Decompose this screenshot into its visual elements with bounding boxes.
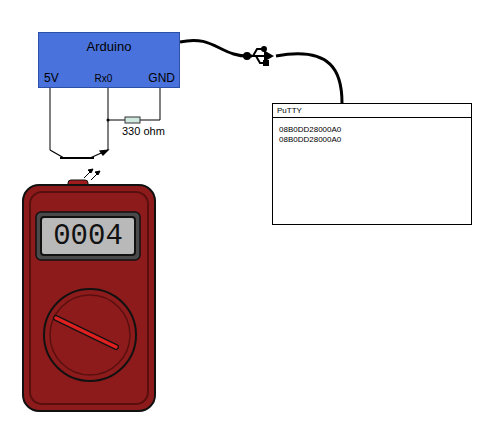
pin-name: Rx0 <box>95 71 113 85</box>
multimeter-display: 0004 <box>40 216 136 256</box>
phototransistor-symbol <box>50 150 108 158</box>
board-name: Arduino <box>39 39 179 54</box>
window-title: PuTTY <box>273 104 471 118</box>
terminal-body: 08B0DD28000A008B0DD28000A0 <box>273 118 471 144</box>
arduino-board: Arduino 5V Rx0 GND <box>38 32 180 88</box>
resistor-symbol <box>125 117 140 123</box>
pin-name: GND <box>148 71 175 85</box>
wires <box>50 88 160 150</box>
multimeter <box>23 180 155 411</box>
usb-cable <box>180 40 342 103</box>
terminal-line: 08B0DD28000A0 <box>273 134 471 144</box>
pin-row: 5V Rx0 GND <box>39 71 179 87</box>
display-reading: 0004 <box>53 220 123 253</box>
terminal-line: 08B0DD28000A0 <box>273 124 471 134</box>
component-value: 330 ohm <box>121 125 166 137</box>
junction-dot <box>107 119 110 122</box>
terminal-window: PuTTY08B0DD28000A008B0DD28000A0 <box>272 103 472 225</box>
light-arrows <box>84 169 100 180</box>
pin-name: 5V <box>44 71 59 85</box>
